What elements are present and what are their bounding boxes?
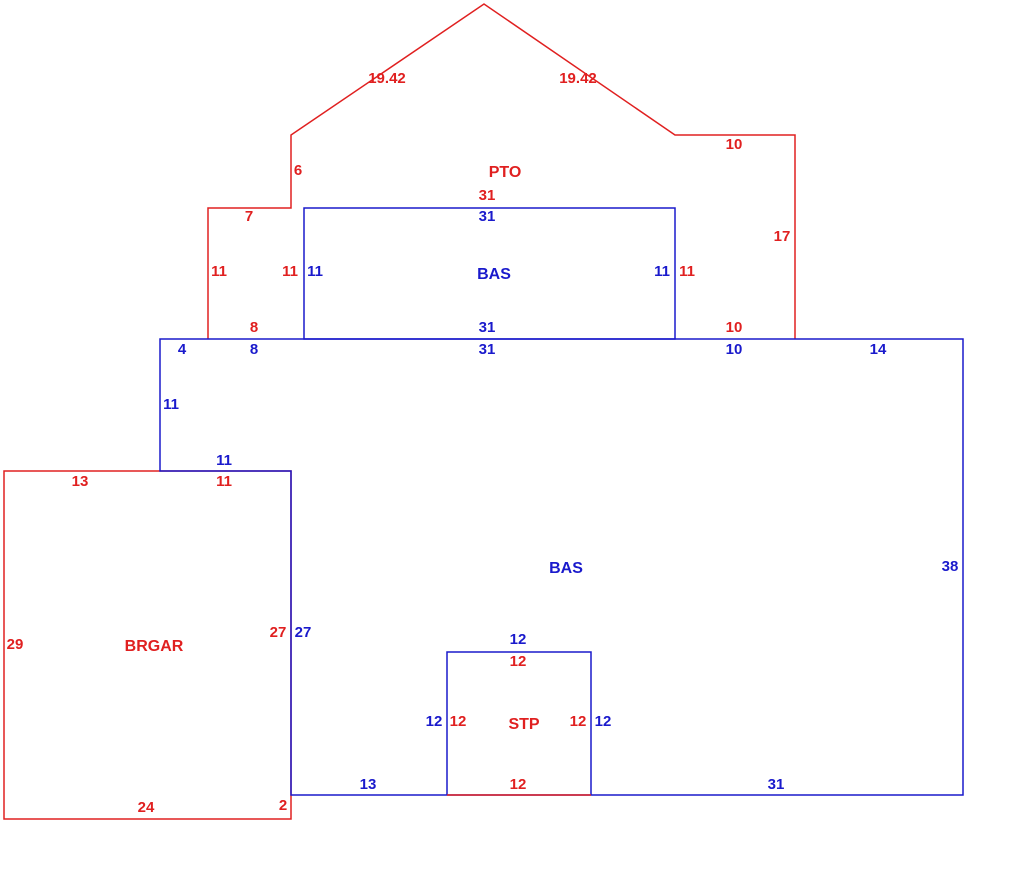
dim-stp-left-inner: 12 bbox=[450, 713, 467, 730]
dim-stp-top-inner: 12 bbox=[510, 653, 527, 670]
bas-main-outline bbox=[159, 338, 964, 796]
dim-stp-left-outer: 12 bbox=[426, 713, 443, 730]
pto-outline bbox=[207, 3, 796, 339]
dim-basm-right: 38 bbox=[942, 558, 959, 575]
dim-basm-step: 11 bbox=[216, 452, 232, 469]
dim-gar-bottom-right: 2 bbox=[279, 797, 287, 814]
dim-stp-right-inner: 12 bbox=[570, 713, 587, 730]
dim-gar-top-right: 11 bbox=[216, 473, 232, 490]
dim-gar-right: 27 bbox=[270, 624, 287, 641]
dim-stp-bottom: 12 bbox=[510, 776, 527, 793]
dim-pto-roof-right: 19.42 bbox=[559, 70, 597, 87]
dim-pto-inner-left: 11 bbox=[282, 263, 298, 280]
dim-basu-right: 11 bbox=[654, 263, 670, 280]
dim-pto-left-side: 11 bbox=[211, 263, 227, 280]
dim-basm-top-mid: 31 bbox=[479, 341, 496, 358]
area-label-bas-upper: BAS bbox=[477, 266, 511, 283]
dim-pto-top-inner: 31 bbox=[479, 187, 496, 204]
dim-pto-roof-left: 19.42 bbox=[368, 70, 406, 87]
area-label-stp: STP bbox=[508, 716, 539, 733]
dim-pto-right-side: 17 bbox=[774, 228, 791, 245]
dim-basm-top-left: 4 bbox=[178, 341, 187, 358]
dim-basm-left-lower: 27 bbox=[295, 624, 312, 641]
dim-basu-left: 11 bbox=[307, 263, 323, 280]
dim-pto-upper-left: 7 bbox=[245, 208, 253, 225]
stp-outline bbox=[446, 651, 592, 795]
dim-gar-bottom: 24 bbox=[138, 799, 155, 816]
dim-pto-inner-right: 11 bbox=[679, 263, 695, 280]
dim-pto-bottom-inner: 31 bbox=[479, 319, 496, 336]
dim-pto-top-right: 10 bbox=[726, 136, 743, 153]
dim-basm-top-seg: 8 bbox=[250, 341, 258, 358]
dim-pto-bottom-right: 10 bbox=[726, 319, 743, 336]
dim-basm-left-upper: 11 bbox=[163, 396, 179, 413]
dim-stp-top-outer: 12 bbox=[510, 631, 527, 648]
area-label-pto: PTO bbox=[489, 164, 522, 181]
dim-pto-bottom-left: 8 bbox=[250, 319, 258, 336]
dim-pto-left-step: 6 bbox=[294, 162, 302, 179]
dim-gar-left: 29 bbox=[7, 636, 24, 653]
area-label-brgar: BRGAR bbox=[125, 638, 184, 655]
area-label-bas-main: BAS bbox=[549, 560, 583, 577]
dim-stp-right-outer: 12 bbox=[595, 713, 612, 730]
dim-gar-top-left: 13 bbox=[72, 473, 89, 490]
dim-basu-top: 31 bbox=[479, 208, 496, 225]
dim-basm-bottom-right: 31 bbox=[768, 776, 785, 793]
bas-upper-outline bbox=[303, 207, 676, 340]
dim-basm-top-right: 14 bbox=[870, 341, 887, 358]
dim-basm-top-seg2: 10 bbox=[726, 341, 743, 358]
dim-basm-bottom-left: 13 bbox=[360, 776, 377, 793]
